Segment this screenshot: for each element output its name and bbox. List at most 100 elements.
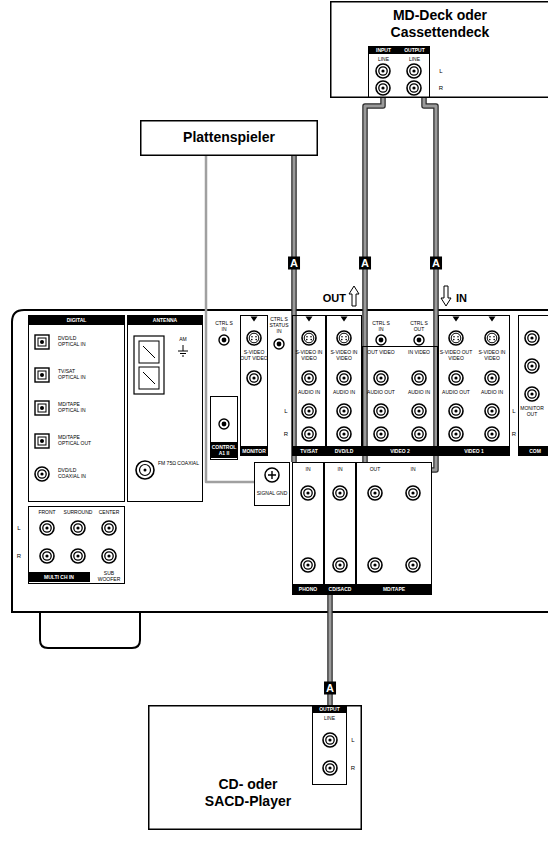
section-band: MULTI CH IN [28, 572, 90, 582]
drawing-part [40, 549, 54, 563]
drawing-part [265, 468, 279, 482]
drawing-part [449, 371, 463, 385]
drawing-part [35, 368, 49, 382]
drawing-part [376, 81, 390, 95]
jack-label: IN [324, 466, 356, 472]
device-box: Plattenspieler [140, 120, 318, 156]
jack-label: LINE [312, 715, 347, 721]
drawing-part [71, 549, 85, 563]
channel-label: L [508, 407, 520, 415]
jack-label: MD/TAPE OPTICAL OUT [58, 434, 92, 446]
connector-group: MONITOR OUTCOM [518, 315, 548, 456]
jack-label: AUDIO IN [475, 389, 509, 395]
device-name: CD- oder SACD-Player [202, 776, 294, 810]
jack-label: IN [394, 466, 432, 472]
drawing-part [349, 286, 359, 306]
device-box: CD- oder SACD-PlayerLROUTPUTLINE [148, 705, 362, 830]
jack-label: AUDIO IN [402, 389, 436, 395]
channel-label: L [436, 67, 446, 75]
drawing-part [323, 733, 337, 747]
jack-label: S-VIDEO IN VIDEO [475, 349, 509, 361]
drawing-part [35, 434, 49, 448]
jack-label: LINE [399, 56, 430, 62]
drawing-part [333, 486, 347, 500]
section-band: DVD/LD [326, 446, 362, 456]
section-band: TV/SAT [292, 446, 326, 456]
connector-group: FRONTSURROUNDCENTERSUB WOOFERMULTI CH IN [28, 506, 125, 584]
audio-cable [365, 98, 383, 462]
connector-group: OUTINMD/TAPE [356, 462, 432, 595]
drawing-part [368, 558, 382, 572]
jack-label: FRONT [32, 509, 62, 515]
cable-marker: A [359, 257, 371, 270]
drawing-part [406, 558, 420, 572]
connector-group: DIGITALDVD/LD OPTICAL INTV/SAT OPTICAL I… [28, 315, 125, 502]
drawing-part [306, 317, 313, 322]
deck-jacks [376, 64, 421, 95]
multichannel-jacks [40, 521, 116, 563]
cable-outline [424, 98, 436, 470]
jack-label: TV/SAT OPTICAL IN [58, 368, 92, 380]
antenna-terminals [134, 336, 188, 479]
drawing-part [268, 471, 276, 479]
jack-label: AM [174, 336, 192, 342]
ground-terminal: SIGNAL GND [254, 462, 290, 506]
receiver-housing [12, 310, 548, 648]
section-band: MD/TAPE [356, 584, 432, 594]
jack-label: S-VIDEO OUT VIDEO [240, 349, 268, 361]
drawing-part [337, 404, 351, 418]
drawing-part [525, 387, 539, 401]
drawing-part [102, 521, 116, 535]
drawing-part [374, 404, 388, 418]
drawing-part [449, 331, 463, 345]
jack-label: S-VIDEO IN VIDEO [293, 349, 325, 361]
jack-label: SUB WOOFER [94, 570, 124, 582]
drawing-part [485, 331, 499, 345]
jack-label: FM 75Ω COAXIAL [158, 460, 200, 466]
jack-panel: OUTPUTLINE [312, 705, 347, 785]
drawing-part [374, 427, 388, 441]
drawing-part [102, 549, 116, 563]
drawing-part [333, 558, 347, 572]
section-band: ANTENNA [127, 315, 203, 325]
ground-screw [265, 468, 279, 482]
drawing-part [323, 761, 337, 775]
video-jacks [247, 317, 539, 442]
jack-label: AUDIO IN [327, 389, 361, 395]
connector-group: ANTENNA AM FM 75Ω COAXIAL [127, 315, 203, 502]
jack-label: AUDIO OUT [364, 389, 398, 395]
drawing-part [274, 339, 284, 349]
jack-label: SIGNAL GND [255, 490, 289, 496]
drawing-part [525, 331, 539, 345]
drawing-part [302, 331, 316, 345]
drawing-part [178, 345, 188, 356]
cable-marker: A [324, 682, 336, 695]
drawing-part [374, 371, 388, 385]
signal-direction: IN [456, 292, 476, 305]
jack-panel: INPUTOUTPUTLINELINE [368, 46, 430, 98]
channel-label: L [280, 407, 292, 415]
device-box: MD-Deck oder CassettendeckLRINPUTOUTPUTL… [330, 1, 548, 98]
drawing-part [143, 346, 155, 384]
drawing-part [219, 419, 229, 429]
drawing-part [40, 612, 140, 648]
drawing-part [219, 335, 229, 345]
drawing-part [453, 317, 460, 322]
cable-line [293, 156, 296, 462]
cable-line [206, 156, 254, 482]
connector-group: INPHONO [292, 462, 324, 595]
jack-label: IN [292, 466, 324, 472]
cable-line [365, 98, 383, 462]
jack-label: OUT VIDEO [364, 349, 398, 355]
drawing-part [485, 427, 499, 441]
jack-label: MD/TAPE OPTICAL IN [58, 401, 92, 413]
cable-marker: A [430, 257, 442, 270]
channel-label: R [280, 430, 292, 438]
drawing-part [136, 461, 154, 479]
channel-label: R [508, 430, 520, 438]
section-band: INPUT [368, 46, 399, 54]
drawing-part [441, 286, 451, 306]
drawing-part [247, 331, 261, 345]
